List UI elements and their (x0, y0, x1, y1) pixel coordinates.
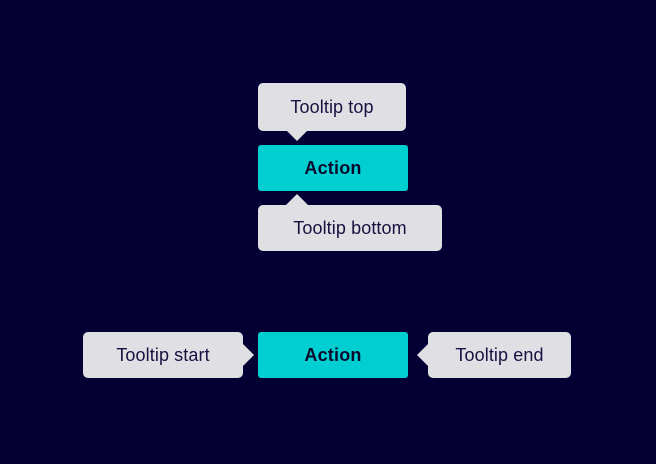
action-button-vertical[interactable]: Action (258, 145, 408, 191)
tooltip-top: Tooltip top (258, 83, 406, 131)
tooltip-end: Tooltip end (428, 332, 571, 378)
tooltip-bottom-arrow-up-icon (286, 194, 308, 205)
tooltip-start: Tooltip start (83, 332, 243, 378)
tooltip-top-arrow-down-icon (286, 130, 308, 141)
action-button-horizontal[interactable]: Action (258, 332, 408, 378)
tooltip-start-arrow-right-icon (243, 344, 254, 366)
tooltip-end-arrow-left-icon (417, 344, 428, 366)
tooltip-bottom: Tooltip bottom (258, 205, 442, 251)
